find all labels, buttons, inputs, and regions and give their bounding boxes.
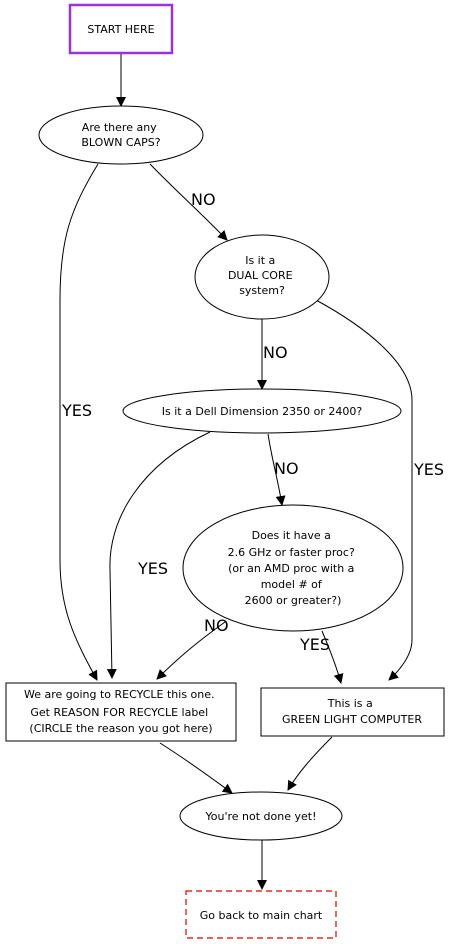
recycle-label: We are going to RECYCLE this one. Get RE… — [24, 688, 218, 735]
not-done-ellipse — [179, 791, 343, 841]
fast-proc-label: Does it have a 2.6 GHz or faster proc? (… — [228, 529, 359, 607]
edge-labels: NO YES NO YES NO YES NO YES — [61, 190, 444, 654]
label-fast-proc-yes: YES — [299, 635, 330, 654]
green-light-box — [260, 687, 445, 737]
node-start: START HERE — [68, 3, 174, 55]
green-light-label: This is a GREEN LIGHT COMPUTER — [282, 697, 422, 726]
start-box — [68, 3, 174, 55]
node-dell-dimension: Is it a Dell Dimension 2350 or 2400? — [122, 388, 402, 434]
label-blown-caps-yes: YES — [61, 401, 92, 420]
edge-blown-caps-to-recycle — [59, 163, 99, 681]
edge-green-light-to-not-done — [287, 736, 333, 791]
node-dual-core: Is it a DUAL CORE system? — [194, 234, 330, 320]
label-fast-proc-no: NO — [204, 616, 229, 635]
not-done-label: You're not done yet! — [205, 810, 317, 823]
label-dell-yes: YES — [137, 559, 168, 578]
edge-fast-proc-to-green-light — [321, 630, 344, 684]
main-chart-box[interactable] — [185, 890, 337, 939]
node-not-done: You're not done yet! — [179, 791, 343, 841]
main-chart-label[interactable]: Go back to main chart — [200, 909, 323, 922]
edge-blown-caps-to-dual-core — [149, 163, 228, 241]
dell-dimension-ellipse — [122, 388, 402, 434]
label-dell-no: NO — [274, 459, 299, 478]
node-fast-proc: Does it have a 2.6 GHz or faster proc? (… — [182, 504, 404, 632]
dual-core-ellipse — [194, 234, 330, 320]
recycle-box — [5, 682, 237, 742]
edges — [59, 54, 413, 890]
edge-recycle-to-not-done — [159, 742, 233, 794]
node-blown-caps: Are there any BLOWN CAPS? — [38, 105, 204, 165]
dell-dimension-label: Is it a Dell Dimension 2350 or 2400? — [162, 405, 363, 418]
edge-dell-to-recycle — [106, 431, 211, 679]
label-blown-caps-no: NO — [191, 190, 216, 209]
blown-caps-ellipse — [38, 105, 204, 165]
label-dual-core-yes: YES — [413, 460, 444, 479]
node-main-chart[interactable]: Go back to main chart — [185, 890, 337, 939]
edge-dell-to-fast-proc — [267, 433, 286, 506]
start-label: START HERE — [87, 23, 154, 36]
node-green-light: This is a GREEN LIGHT COMPUTER — [260, 687, 445, 737]
blown-caps-label: Are there any BLOWN CAPS? — [81, 121, 160, 149]
dual-core-label: Is it a DUAL CORE system? — [228, 254, 296, 297]
label-dual-core-no: NO — [263, 343, 288, 362]
edge-dual-core-to-green-light — [315, 299, 413, 681]
fast-proc-ellipse — [182, 504, 404, 632]
edge-fast-proc-to-recycle — [156, 621, 226, 680]
node-recycle: We are going to RECYCLE this one. Get RE… — [5, 682, 237, 742]
